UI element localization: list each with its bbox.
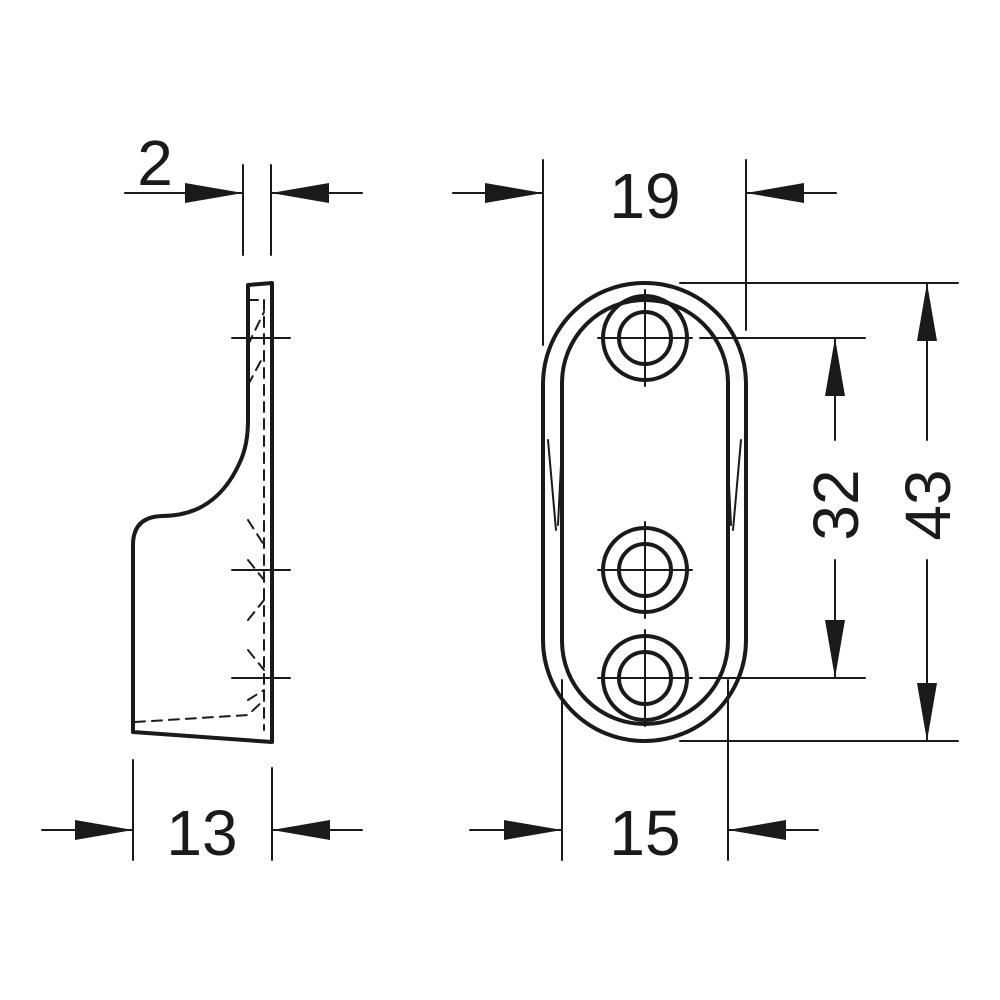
- dimension-overall-height-label: 43: [892, 469, 964, 540]
- dimension-depth-label: 13: [166, 797, 237, 869]
- front-taper-lines: [547, 439, 742, 531]
- dimension-thickness: 2: [124, 127, 363, 256]
- mounting-hole-top: [597, 289, 693, 387]
- dimension-overall-height: 43: [679, 282, 964, 742]
- dimension-inner-width-label: 15: [609, 797, 680, 869]
- side-profile-outline: [131, 281, 274, 744]
- dimension-depth: 13: [41, 759, 363, 869]
- dimension-outer-width: 19: [452, 159, 837, 346]
- dimension-hole-spacing-label: 32: [800, 469, 872, 540]
- side-hidden-lines: [134, 299, 265, 731]
- mounting-hole-bottom: [597, 629, 693, 727]
- front-outer-outline: [541, 281, 748, 743]
- front-view: 19 15 32: [452, 159, 964, 869]
- dimension-hole-spacing: 32: [699, 337, 872, 679]
- dimension-outer-width-label: 19: [609, 160, 680, 232]
- side-center-lines: [231, 337, 291, 679]
- dimension-thickness-label: 2: [137, 127, 173, 199]
- dimension-inner-width: 15: [469, 679, 819, 869]
- mounting-hole-middle: [597, 521, 693, 619]
- side-view: 2 13: [41, 127, 363, 869]
